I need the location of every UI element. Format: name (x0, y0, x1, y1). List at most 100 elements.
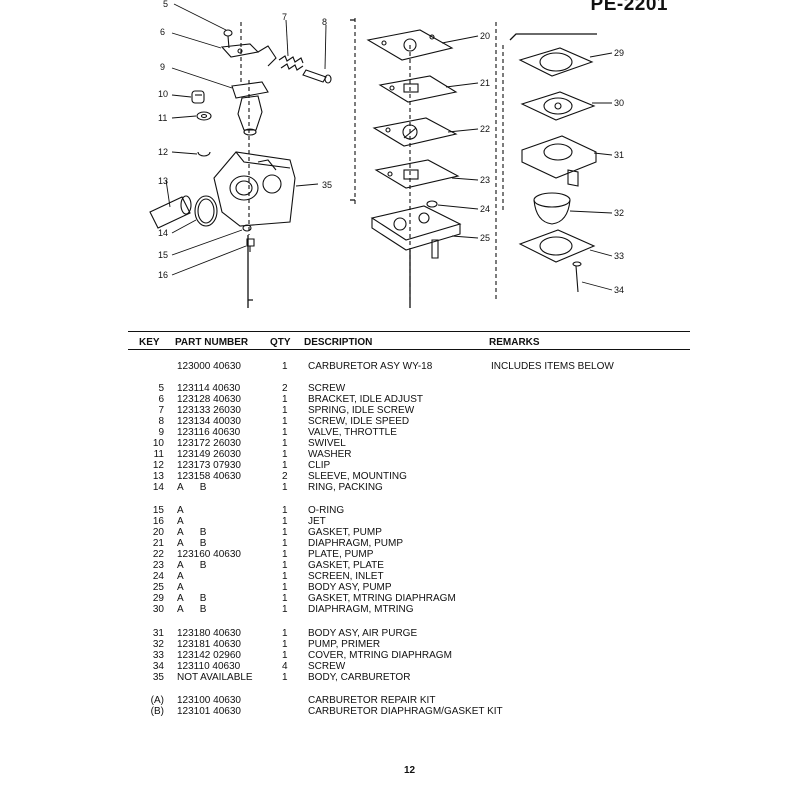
header-remarks: REMARKS (489, 337, 540, 348)
parts-cell-part-number: 123114 40630 (177, 383, 241, 394)
parts-row: 29 A B 1 GASKET, MTRING DIAPHRAGM (0, 593, 800, 604)
parts-cell-key: 30 (152, 604, 164, 615)
header-key: KEY (139, 337, 160, 348)
callout-15: 15 (158, 250, 168, 260)
parts-cell-description: SPRING, IDLE SCREW (308, 405, 415, 416)
parts-cell-qty: 1 (282, 438, 288, 449)
parts-cell-part-number: 123101 40630 (177, 706, 241, 717)
callout-16: 16 (158, 270, 168, 280)
callout-20: 20 (480, 31, 490, 41)
parts-cell-description: GASKET, PLATE (308, 560, 384, 571)
parts-cell-qty: 1 (282, 482, 288, 493)
parts-cell-description: RING, PACKING (308, 482, 383, 493)
parts-cell-description: SLEEVE, MOUNTING (308, 471, 407, 482)
parts-cell-key: 24 (152, 571, 164, 582)
parts-cell-description: GASKET, MTRING DIAPHRAGM (308, 593, 456, 604)
parts-cell-qty: 1 (282, 593, 288, 604)
parts-cell-description: DIAPHRAGM, MTRING (308, 604, 414, 615)
callout-31: 31 (614, 150, 624, 160)
parts-cell-description: COVER, MTRING DIAPHRAGM (308, 650, 452, 661)
parts-cell-key: 9 (158, 427, 164, 438)
parts-cell-description: CARBURETOR ASY WY-18 (308, 361, 433, 372)
parts-cell-qty: 1 (282, 582, 288, 593)
parts-cell-part-number: A (177, 571, 184, 582)
parts-cell-part-number: A B (177, 593, 207, 604)
callout-30: 30 (614, 98, 624, 108)
parts-cell-key: 13 (152, 471, 164, 482)
idle-screw-part-8 (302, 69, 332, 84)
parts-cell-key: 32 (152, 639, 164, 650)
parts-cell-part-number: 123116 40630 (177, 427, 241, 438)
spring-part-7 (278, 55, 304, 71)
parts-row: 35 NOT AVAILABLE 1 BODY, CARBURETOR (0, 672, 800, 683)
parts-cell-qty: 1 (282, 560, 288, 571)
parts-cell-part-number: A B (177, 560, 207, 571)
callout-35: 35 (322, 180, 332, 190)
mounting-sleeve-part-13 (149, 195, 192, 229)
parts-cell-qty: 1 (282, 672, 288, 683)
parts-cell-key: 22 (152, 549, 164, 560)
metering-gasket-part-29 (518, 47, 594, 77)
carburetor-body-part-35 (213, 151, 296, 227)
parts-cell-part-number: 123128 40630 (177, 394, 241, 405)
callout-labels: 5 6 7 8 9 10 11 12 13 14 15 16 20 21 22 … (158, 0, 624, 295)
parts-cell-description: SWIVEL (308, 438, 346, 449)
parts-cell-qty: 1 (282, 516, 288, 527)
parts-cell-key: 12 (152, 460, 164, 471)
parts-cell-key: 35 (152, 672, 164, 683)
packing-ring-part-14 (194, 195, 218, 227)
parts-cell-qty: 4 (282, 661, 288, 672)
parts-cell-part-number: 123172 26030 (177, 438, 241, 449)
throttle-valve-part-9 (231, 81, 269, 136)
parts-cell-part-number: 123181 40630 (177, 639, 241, 650)
parts-cell-qty: 1 (282, 538, 288, 549)
pump-diaphragm-part-21 (378, 75, 458, 103)
parts-cell-part-number: NOT AVAILABLE (177, 672, 253, 683)
metering-cover-part-33 (518, 229, 596, 263)
parts-cell-qty: 1 (282, 427, 288, 438)
plate-gasket-part-23 (374, 159, 460, 189)
parts-cell-qty: 1 (282, 394, 288, 405)
parts-cell-key: 20 (152, 527, 164, 538)
parts-cell-description: CARBURETOR DIAPHRAGM/GASKET KIT (308, 706, 503, 717)
screw-part-34 (572, 261, 582, 293)
o-ring-part-15 (242, 224, 252, 232)
parts-cell-key: 7 (158, 405, 164, 416)
parts-cell-key: 16 (152, 516, 164, 527)
parts-cell-description: CARBURETOR REPAIR KIT (308, 695, 436, 706)
parts-cell-qty: 1 (282, 604, 288, 615)
callout-10: 10 (158, 89, 168, 99)
callout-29: 29 (614, 48, 624, 58)
parts-cell-key: 29 (152, 593, 164, 604)
parts-cell-qty: 1 (282, 527, 288, 538)
air-purge-body-part-31 (521, 135, 597, 187)
parts-cell-description: SCREW, IDLE SPEED (308, 416, 410, 427)
parts-cell-description: BODY, CARBURETOR (308, 672, 411, 683)
parts-cell-part-number: 123173 07930 (177, 460, 241, 471)
parts-cell-description: PUMP, PRIMER (308, 639, 381, 650)
inlet-screen-part-24 (426, 200, 438, 208)
header-part-number: PART NUMBER (175, 337, 249, 348)
callout-6: 6 (160, 27, 165, 37)
parts-cell-remarks: INCLUDES ITEMS BELOW (491, 361, 614, 372)
parts-cell-part-number: A B (177, 538, 207, 549)
parts-cell-key: 34 (152, 661, 164, 672)
parts-cell-part-number: 123000 40630 (177, 361, 241, 372)
parts-cell-qty: 1 (282, 571, 288, 582)
parts-cell-key: 11 (153, 449, 164, 460)
callout-24: 24 (480, 204, 490, 214)
jet-part-16 (246, 238, 255, 252)
callout-33: 33 (614, 251, 624, 261)
